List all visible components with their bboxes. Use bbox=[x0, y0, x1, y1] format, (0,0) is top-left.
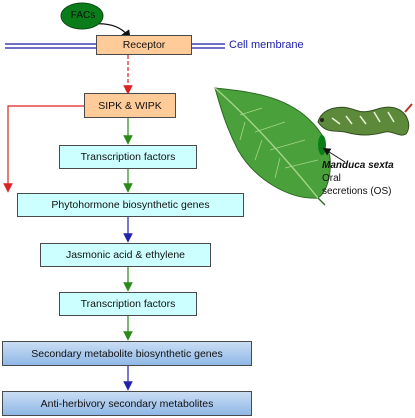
oral-word: Oral bbox=[322, 173, 341, 184]
sipk-wipk-box: SIPK & WIPK bbox=[84, 93, 176, 118]
secretions-line: secretions (OS) bbox=[322, 186, 392, 197]
transcription-factors-box-2: Transcription factors bbox=[59, 292, 197, 316]
secondary-metabolite-genes-box: Secondary metabolite biosynthetic genes bbox=[2, 341, 252, 366]
caterpillar-illustration bbox=[317, 103, 413, 136]
facs-label: FACs bbox=[70, 10, 96, 21]
cell-membrane-label: Cell membrane bbox=[229, 39, 304, 51]
anti-herbivory-metabolites-box: Anti-herbivory secondary metabolites bbox=[2, 391, 252, 416]
receptor-box: Receptor bbox=[96, 35, 192, 55]
os-pointer-arrow bbox=[322, 147, 346, 163]
transcription-factors-box-1: Transcription factors bbox=[59, 145, 197, 169]
facs-ellipse bbox=[60, 2, 104, 30]
phytohormone-genes-box: Phytohormone biosynthetic genes bbox=[17, 193, 244, 217]
jasmonic-acid-ethylene-box: Jasmonic acid & ethylene bbox=[40, 243, 211, 267]
oral-secretions-annotation: Manduca sexta Oral secretions (OS) bbox=[322, 159, 415, 198]
oral-secretion-spot bbox=[318, 135, 326, 155]
species-name: Manduca sexta bbox=[322, 160, 394, 171]
sipk-to-phyto-arrow bbox=[3, 105, 84, 193]
